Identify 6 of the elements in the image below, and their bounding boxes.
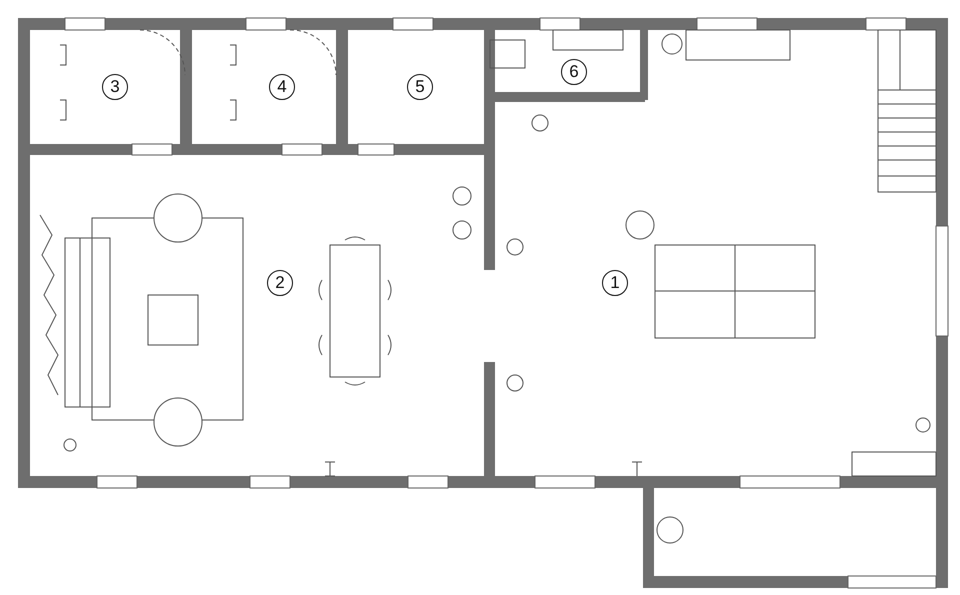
callout-number: 4: [269, 74, 295, 100]
callout-number: 3: [102, 74, 128, 100]
callout-number: 5: [407, 74, 433, 100]
callout-number: 6: [561, 59, 587, 85]
callout-number: 2: [267, 270, 293, 296]
callout-number: 1: [602, 270, 628, 296]
